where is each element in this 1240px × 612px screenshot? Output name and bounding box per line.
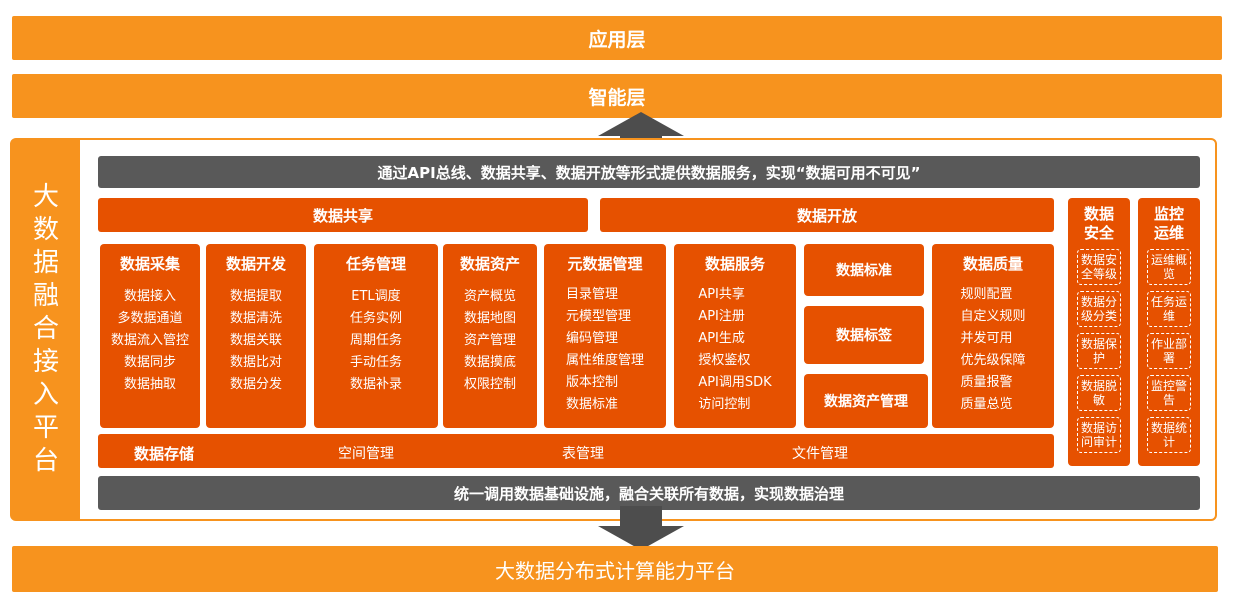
box-label: 数据标签 — [836, 328, 892, 344]
panel-item: 资产管理 — [463, 333, 516, 348]
panel-item: 授权鉴权 — [698, 353, 751, 368]
ops-item: 数据统计 — [1147, 417, 1191, 453]
panel-data-quality: 数据质量 规则配置 自定义规则 并发可用 优先级保障 质量报警 质量总览 — [932, 244, 1054, 428]
bottom-banner: 统一调用数据基础设施，融合关联所有数据，实现数据治理 — [98, 476, 1200, 510]
panel-item: 手动任务 — [349, 355, 402, 370]
panel-item: API共享 — [698, 287, 745, 302]
panel-data-development: 数据开发 数据提取 数据清洗 数据关联 数据比对 数据分发 — [206, 244, 306, 428]
compute-platform-label: 大数据分布式计算能力平台 — [495, 558, 735, 583]
security-item: 数据安全等级 — [1077, 249, 1121, 285]
panel-data-collection: 数据采集 数据接入 多数据通道 数据流入管控 数据同步 数据抽取 — [100, 244, 200, 428]
platform-side-title: 大数据融合接入平台 — [12, 140, 80, 519]
panel-item: 规则配置 — [960, 287, 1013, 302]
panel-item: 版本控制 — [565, 375, 618, 390]
security-item: 数据分级分类 — [1077, 291, 1121, 327]
panel-data-service: 数据服务 API共享 API注册 API生成 授权鉴权 API调用SDK 访问控… — [674, 244, 796, 428]
top-banner-text: 通过API总线、数据共享、数据开放等形式提供数据服务，实现“数据可用不可见” — [377, 163, 921, 182]
panel-title: 元数据管理 — [567, 255, 643, 273]
panel-item: 优先级保障 — [960, 353, 1026, 368]
intelligence-layer-bar: 智能层 — [12, 74, 1222, 118]
compute-platform-bar: 大数据分布式计算能力平台 — [12, 546, 1218, 592]
panel-item: 数据标准 — [565, 397, 618, 412]
platform-title-text: 大数据融合接入平台 — [32, 182, 59, 476]
panel-title: 数据资产 — [459, 255, 520, 273]
panel-item: 元模型管理 — [565, 309, 631, 324]
data-opening-label: 数据开放 — [796, 206, 857, 225]
application-layer-bar: 应用层 — [12, 16, 1222, 60]
panel-item: 数据提取 — [229, 289, 282, 304]
storage-table: 表管理 — [562, 446, 604, 462]
security-title: 数据安全 — [1083, 205, 1114, 242]
panel-data-asset: 数据资产 资产概览 数据地图 资产管理 数据摸底 权限控制 — [443, 244, 537, 428]
panel-item: 数据补录 — [349, 377, 402, 392]
panel-title: 数据采集 — [119, 255, 180, 273]
panel-item: 数据抽取 — [123, 377, 176, 392]
intelligence-layer-label: 智能层 — [588, 86, 646, 109]
panel-item: 访问控制 — [698, 397, 751, 412]
ops-item: 运维概览 — [1147, 249, 1191, 285]
panel-item: API调用SDK — [698, 375, 772, 390]
data-opening-band: 数据开放 — [600, 198, 1054, 232]
data-sharing-band: 数据共享 — [98, 198, 588, 232]
ops-column: 监控运维 运维概览 任务运维 作业部署 监控警告 数据统计 — [1138, 198, 1200, 466]
bottom-banner-text: 统一调用数据基础设施，融合关联所有数据，实现数据治理 — [453, 484, 844, 503]
panel-title: 数据开发 — [225, 255, 286, 273]
down-arrow-icon — [598, 506, 684, 550]
panel-item: 周期任务 — [349, 333, 402, 348]
up-arrow-icon — [598, 112, 684, 160]
panel-item: 资产概览 — [463, 289, 516, 304]
panel-item: 数据流入管控 — [110, 333, 189, 348]
panel-item: 数据关联 — [229, 333, 282, 348]
panel-title: 数据质量 — [962, 255, 1023, 273]
panel-item: 数据分发 — [229, 377, 282, 392]
panel-title: 数据服务 — [704, 255, 765, 273]
security-item: 数据脱敏 — [1077, 375, 1121, 411]
panel-item: 数据接入 — [123, 289, 176, 304]
panel-metadata-management: 元数据管理 目录管理 元模型管理 编码管理 属性维度管理 版本控制 数据标准 — [544, 244, 666, 428]
panel-item: 自定义规则 — [960, 309, 1026, 324]
ops-item: 监控警告 — [1147, 375, 1191, 411]
box-data-tag: 数据标签 — [804, 306, 924, 364]
panel-item: API注册 — [698, 309, 745, 324]
panel-item: 权限控制 — [463, 377, 516, 392]
ops-item: 任务运维 — [1147, 291, 1191, 327]
panel-item: 属性维度管理 — [565, 353, 644, 368]
panel-title: 任务管理 — [345, 255, 406, 273]
panel-item: 数据清洗 — [229, 311, 282, 326]
panel-item: 数据同步 — [123, 355, 176, 370]
panel-item: 质量报警 — [960, 375, 1013, 390]
panel-item: 数据地图 — [463, 311, 516, 326]
panel-item: 目录管理 — [565, 287, 618, 302]
data-sharing-label: 数据共享 — [312, 206, 373, 225]
box-data-asset-management: 数据资产管理 — [804, 374, 928, 428]
storage-title: 数据存储 — [134, 445, 195, 463]
storage-space: 空间管理 — [338, 446, 394, 462]
storage-row: 数据存储 空间管理 表管理 文件管理 — [98, 434, 1054, 468]
ops-item: 作业部署 — [1147, 333, 1191, 369]
panel-item: ETL调度 — [351, 289, 401, 304]
top-banner: 通过API总线、数据共享、数据开放等形式提供数据服务，实现“数据可用不可见” — [98, 156, 1200, 188]
box-label: 数据资产管理 — [824, 394, 908, 410]
panel-item: API生成 — [698, 331, 745, 346]
panel-item: 数据比对 — [229, 355, 282, 370]
panel-item: 质量总览 — [960, 397, 1013, 412]
security-item: 数据访问审计 — [1077, 417, 1121, 453]
panel-item: 任务实例 — [349, 311, 402, 326]
security-item: 数据保护 — [1077, 333, 1121, 369]
panel-item: 多数据通道 — [117, 311, 183, 326]
security-column: 数据安全 数据安全等级 数据分级分类 数据保护 数据脱敏 数据访问审计 — [1068, 198, 1130, 466]
box-label: 数据标准 — [836, 263, 892, 279]
ops-title: 监控运维 — [1153, 205, 1184, 242]
panel-item: 编码管理 — [565, 331, 618, 346]
panel-task-management: 任务管理 ETL调度 任务实例 周期任务 手动任务 数据补录 — [314, 244, 438, 428]
application-layer-label: 应用层 — [588, 28, 646, 51]
box-data-standard: 数据标准 — [804, 244, 924, 296]
panel-item: 数据摸底 — [463, 355, 516, 370]
storage-file: 文件管理 — [792, 446, 848, 462]
panel-item: 并发可用 — [960, 331, 1013, 346]
